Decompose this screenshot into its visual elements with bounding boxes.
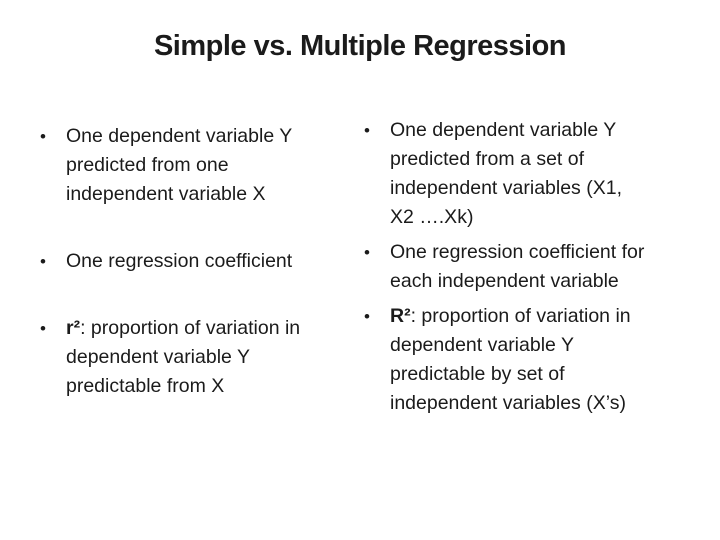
bullet-body: One dependent variable Y predicted from … bbox=[390, 119, 622, 228]
bullet-body: One dependent variable Y predicted from … bbox=[66, 125, 293, 205]
list-item: • One regression coefficient for each in… bbox=[364, 238, 700, 296]
bullet-text: One regression coefficient for each inde… bbox=[390, 238, 700, 296]
bullet-icon: • bbox=[40, 127, 46, 146]
multiple-regression-column: • One dependent variable Y predicted fro… bbox=[364, 116, 700, 424]
slide-title: Simple vs. Multiple Regression bbox=[153, 30, 567, 62]
list-item: • R²: proportion of variation in depende… bbox=[364, 302, 700, 418]
bullet-bold-term: R² bbox=[390, 305, 411, 327]
bullet-body: One regression coefficient bbox=[66, 250, 293, 272]
bullet-body: : proportion of variation in dependent v… bbox=[390, 305, 631, 414]
bullet-icon: • bbox=[364, 121, 370, 140]
bullet-body: : proportion of variation in dependent v… bbox=[66, 317, 301, 397]
bullet-bold-term: r² bbox=[66, 317, 81, 339]
simple-regression-column: • One dependent variable Y predicted fro… bbox=[40, 122, 356, 439]
list-item: • One regression coefficient bbox=[40, 247, 356, 276]
bullet-icon: • bbox=[364, 243, 370, 262]
list-item: • One dependent variable Y predicted fro… bbox=[364, 116, 700, 232]
list-item: • One dependent variable Y predicted fro… bbox=[40, 122, 356, 209]
bullet-text: R²: proportion of variation in dependent… bbox=[390, 302, 700, 418]
bullet-text: One dependent variable Y predicted from … bbox=[390, 116, 700, 232]
bullet-text: One dependent variable Y predicted from … bbox=[66, 122, 356, 209]
bullet-text: r²: proportion of variation in dependent… bbox=[66, 314, 356, 401]
bullet-body: One regression coefficient for each inde… bbox=[390, 241, 645, 292]
bullet-icon: • bbox=[40, 319, 46, 338]
bullet-icon: • bbox=[40, 252, 46, 271]
bullet-icon: • bbox=[364, 307, 370, 326]
list-item: • r²: proportion of variation in depende… bbox=[40, 314, 356, 401]
bullet-text: One regression coefficient bbox=[66, 247, 356, 276]
